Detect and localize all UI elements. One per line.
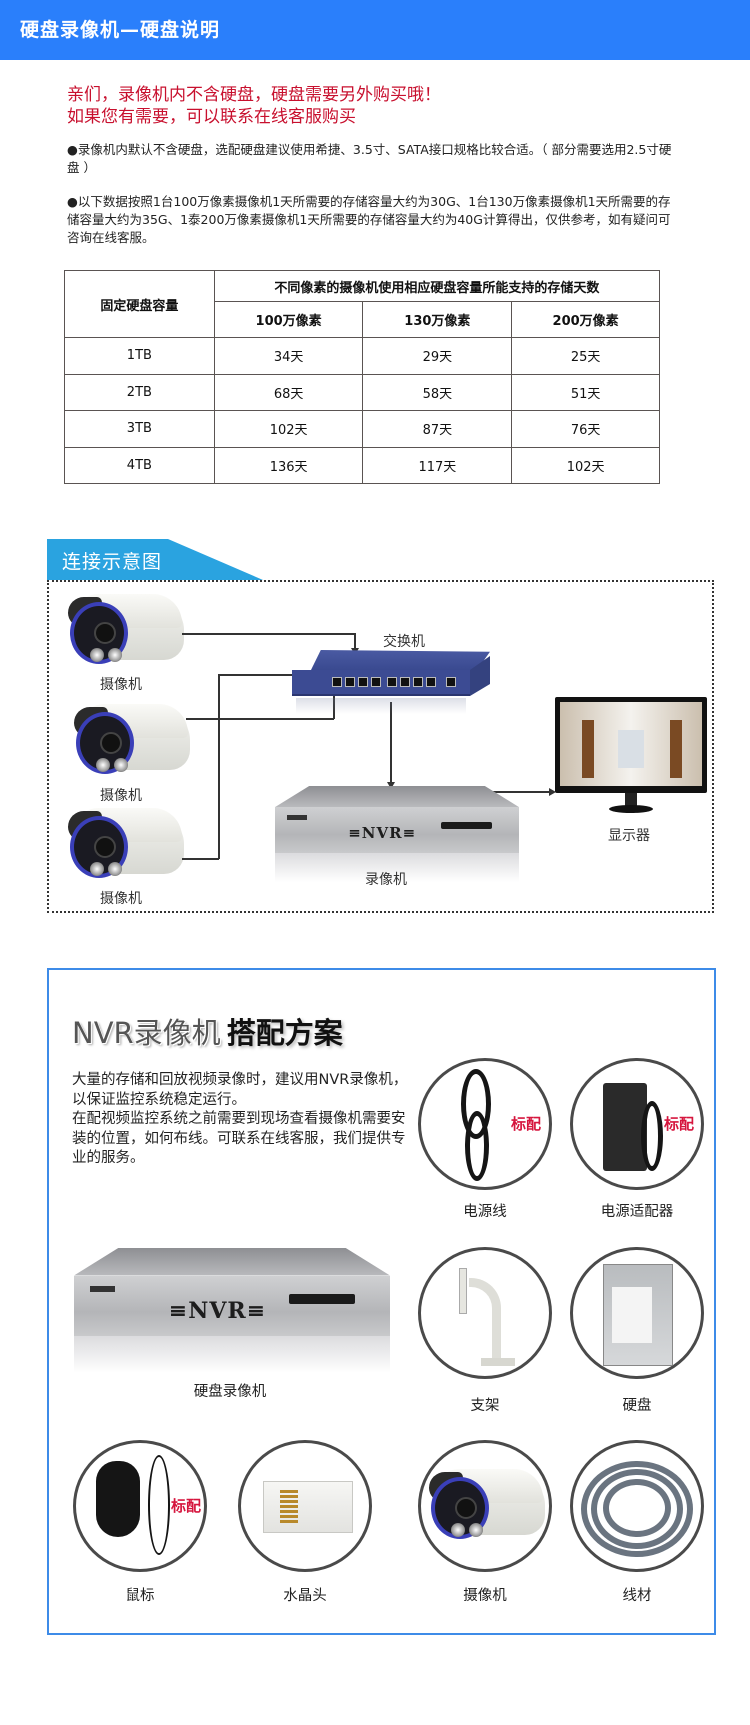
rj45-connector-image [238, 1440, 372, 1572]
table-cell: 29天 [362, 337, 513, 375]
hard-disk-image [570, 1247, 704, 1379]
plan-desc-line-2: 在配视频监控系统之前需要到现场查看摄像机需要安装的位置，如何布线。可联系在线客服… [72, 1111, 406, 1166]
camera-label: 摄像机 [100, 891, 142, 907]
plan-desc-line-1: 大量的存储和回放视频录像时，建议用NVR录像机，以保证监控系统稳定运行。 [72, 1072, 408, 1108]
monitor-label: 显示器 [608, 828, 650, 844]
camera-icon [66, 594, 186, 670]
camera-label: 摄像机 [100, 788, 142, 804]
camera-label: 摄像机 [100, 677, 142, 693]
connection-line [218, 674, 220, 859]
table-cell: 68天 [213, 373, 364, 411]
notice-line-1: 亲们，录像机内不含硬盘，硬盘需要另外购买哦！ [67, 85, 441, 105]
mouse-image [73, 1440, 207, 1572]
item-label: 鼠标 [125, 1588, 155, 1604]
arrow-down-icon [387, 782, 395, 789]
table-cell: 102天 [511, 446, 660, 484]
item-label: 电源适配器 [600, 1204, 674, 1220]
connection-line [186, 718, 334, 720]
table-header-col: 200万像素 [511, 301, 660, 338]
table-cell: 102天 [213, 410, 364, 448]
table-cell-capacity: 1TB [64, 337, 215, 375]
item-label: 水晶头 [283, 1588, 327, 1604]
monitor-icon [555, 697, 707, 817]
table-header-col: 130万像素 [362, 301, 513, 338]
camera-icon [66, 808, 186, 884]
item-label: 摄像机 [463, 1588, 507, 1604]
table-row: 3TB 102天 87天 76天 [64, 410, 660, 448]
nvr-recorder-icon: ≡NVR≡ [275, 786, 519, 882]
table-header-capacity: 固定硬盘容量 [64, 270, 215, 338]
plan-title: NVR录像机搭配方案 [72, 1010, 343, 1052]
bracket-image [418, 1247, 552, 1379]
camera-icon [72, 704, 192, 780]
storage-days-table: 固定硬盘容量 不同像素的摄像机使用相应硬盘容量所能支持的存储天数 100万像素 … [64, 270, 661, 484]
item-label: 电源线 [463, 1204, 507, 1220]
standard-tag: 标配 [171, 1497, 202, 1515]
item-label: 硬盘 [622, 1398, 652, 1414]
connection-line [182, 858, 219, 860]
table-cell: 76天 [511, 410, 660, 448]
plan-title-product: NVR录像机 [72, 1016, 221, 1050]
switch-label: 交换机 [383, 634, 425, 650]
table-cell: 87天 [362, 410, 513, 448]
camera-image [418, 1440, 552, 1572]
table-cell: 58天 [362, 373, 513, 411]
table-cell: 25天 [511, 337, 660, 375]
hdd-recommendation-text: ●录像机内默认不含硬盘，选配硬盘建议使用希捷、3.5寸、SATA接口规格比较合适… [67, 142, 672, 175]
table-row: 1TB 34天 29天 25天 [64, 337, 660, 375]
table-cell-capacity: 4TB [64, 446, 215, 484]
table-header-col: 100万像素 [213, 301, 364, 338]
connection-line [333, 696, 335, 719]
table-header-group: 不同像素的摄像机使用相应硬盘容量所能支持的存储天数 [213, 270, 661, 302]
notice-line-2: 如果您有需要，可以联系在线客服购买 [67, 107, 356, 127]
connection-line [182, 633, 355, 635]
item-label: 线材 [622, 1588, 652, 1604]
standard-tag: 标配 [664, 1115, 695, 1133]
network-cable-image [570, 1440, 704, 1572]
hdd-notice: 亲们，录像机内不含硬盘，硬盘需要另外购买哦！ 如果您有需要，可以联系在线客服购买 [67, 84, 441, 128]
table-cell: 34天 [213, 337, 364, 375]
connection-line [467, 791, 551, 793]
nvr-label: 录像机 [365, 872, 407, 888]
nvr-recorder-image: ≡NVR≡ [74, 1248, 390, 1373]
table-cell: 117天 [362, 446, 513, 484]
arrow-right-icon [549, 788, 556, 796]
page-title: 硬盘录像机—硬盘说明 [20, 19, 221, 41]
power-adapter-image [570, 1058, 704, 1190]
main-device-label: 硬盘录像机 [193, 1384, 267, 1400]
connection-line [218, 674, 294, 676]
diagram-section-title: 连接示意图 [62, 551, 163, 573]
connection-line [390, 702, 392, 784]
page-header: 硬盘录像机—硬盘说明 [0, 0, 750, 60]
matching-plan-section [47, 968, 716, 1635]
table-cell: 51天 [511, 373, 660, 411]
power-cord-image [418, 1058, 552, 1190]
table-cell-capacity: 2TB [64, 373, 215, 411]
connection-diagram [47, 580, 714, 913]
standard-tag: 标配 [511, 1115, 542, 1133]
network-switch-icon [292, 650, 490, 714]
table-row: 2TB 68天 58天 51天 [64, 373, 660, 411]
table-cell-capacity: 3TB [64, 410, 215, 448]
storage-calculation-text: ●以下数据按照1台100万像素摄像机1天所需要的存储容量大约为30G、1台130… [67, 194, 671, 245]
plan-description: 大量的存储和回放视频录像时，建议用NVR录像机，以保证监控系统稳定运行。 在配视… [72, 1071, 412, 1169]
connection-line [354, 633, 356, 651]
item-label: 支架 [470, 1398, 500, 1414]
table-cell: 136天 [213, 446, 364, 484]
table-row: 4TB 136天 117天 102天 [64, 446, 660, 484]
plan-title-scheme: 搭配方案 [226, 1016, 343, 1050]
